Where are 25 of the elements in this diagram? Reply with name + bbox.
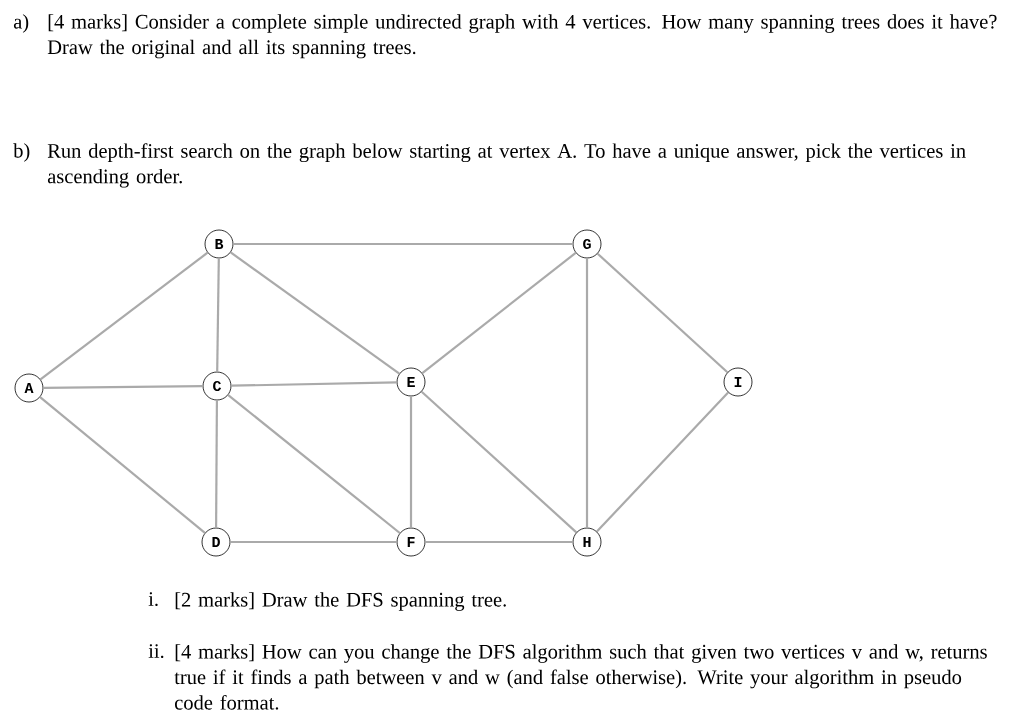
graph-edge bbox=[596, 252, 729, 374]
graph-edge bbox=[596, 391, 729, 533]
graph-edge bbox=[216, 258, 220, 372]
item-number: ii. bbox=[148, 644, 164, 659]
graph-edge bbox=[231, 381, 397, 387]
graph-edge bbox=[230, 251, 400, 375]
item-number: b) bbox=[13, 143, 30, 162]
graph-edge bbox=[39, 396, 206, 534]
graph-edge bbox=[230, 540, 397, 544]
graph-edge bbox=[425, 540, 573, 544]
graph-edge bbox=[43, 385, 203, 389]
graph-edge bbox=[233, 242, 573, 246]
item-number: a) bbox=[13, 14, 29, 33]
graph-edge bbox=[420, 390, 578, 534]
graph-edge bbox=[215, 400, 218, 528]
graph-edge bbox=[227, 394, 401, 534]
graph-edge bbox=[39, 251, 209, 381]
graph-edge bbox=[409, 396, 413, 528]
question-text: [2 marks] Draw the DFS spanning tree. bbox=[175, 592, 506, 611]
question-text: Run depth-first search on the graph below starting at vertex A. To have a unique answer, pick the vertices in ascending order. bbox=[47, 143, 966, 188]
question-text: [4 marks] How can you change the DFS algorithm such that given two vertices v and w, returns true if it finds a path between v and w (and false otherwise). Write your algorithm in pseudo code format. bbox=[174, 644, 987, 710]
item-number: i. bbox=[148, 592, 158, 607]
graph-edge bbox=[421, 252, 577, 374]
graph-edge bbox=[585, 258, 589, 528]
question-text: [4 marks] Consider a complete simple undirected graph with 4 vertices. How many spanning trees does it have? Draw the original and all its spanning trees. bbox=[47, 14, 997, 59]
